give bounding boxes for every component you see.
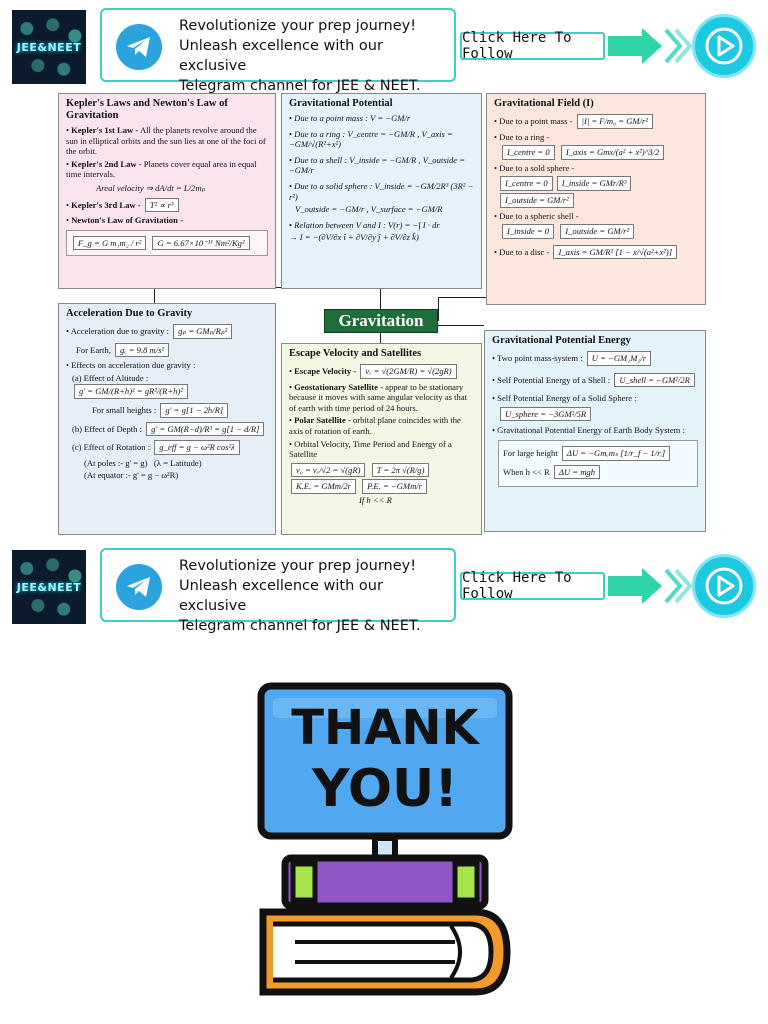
potential-energy-box: Gravitational Potential Energy • Two poi… bbox=[484, 330, 706, 532]
gravitational-potential-box: Gravitational Potential • Due to a point… bbox=[281, 93, 482, 289]
connector bbox=[438, 325, 484, 326]
kepler-laws-box: Kepler's Laws and Newton's Law of Gravit… bbox=[58, 93, 276, 289]
purple-book bbox=[281, 854, 489, 910]
center-topic-label: Gravitation bbox=[324, 309, 438, 333]
connector bbox=[154, 287, 155, 303]
telegram-icon bbox=[116, 24, 162, 70]
connector bbox=[438, 297, 439, 321]
click-to-follow-button[interactable]: Click Here To Follow bbox=[460, 570, 605, 602]
arrow-icon bbox=[608, 568, 692, 604]
thank-text: THANK bbox=[291, 700, 480, 756]
banner-card[interactable]: Revolutionize your prep journey! Unleash… bbox=[100, 548, 456, 634]
jee-neet-logo: JEE&NEET bbox=[12, 550, 86, 624]
banner-text: Revolutionize your prep journey! Unleash… bbox=[179, 18, 421, 94]
click-to-follow-button[interactable]: Click Here To Follow bbox=[460, 30, 605, 62]
gravitation-mind-map: Kepler's Laws and Newton's Law of Gravit… bbox=[58, 90, 708, 538]
banner-card[interactable]: Revolutionize your prep journey! Unleash… bbox=[100, 8, 456, 94]
acceleration-gravity-box: Acceleration Due to Gravity • Accelerati… bbox=[58, 303, 276, 535]
arrow-icon bbox=[608, 28, 692, 64]
connector bbox=[380, 289, 381, 309]
kepler-title: Kepler's Laws and Newton's Law of Gravit… bbox=[66, 98, 228, 121]
play-icon[interactable] bbox=[692, 14, 756, 78]
thank-you-illustration: THANK YOU! bbox=[257, 682, 513, 996]
banner-text: Revolutionize your prep journey! Unleash… bbox=[179, 558, 421, 634]
telegram-banner-bottom[interactable]: JEE&NEET Revolutionize your prep journey… bbox=[12, 548, 756, 634]
you-text: YOU! bbox=[311, 759, 458, 819]
connector bbox=[380, 333, 381, 343]
telegram-icon bbox=[116, 564, 162, 610]
connector bbox=[438, 297, 486, 298]
play-icon[interactable] bbox=[692, 554, 756, 618]
jee-neet-logo: JEE&NEET bbox=[12, 10, 86, 84]
escape-velocity-box: Escape Velocity and Satellites • Escape … bbox=[281, 343, 482, 535]
telegram-banner-top[interactable]: JEE&NEET Revolutionize your prep journey… bbox=[12, 8, 756, 94]
gravitational-field-box: Gravitational Field (I) • Due to a point… bbox=[486, 93, 706, 305]
